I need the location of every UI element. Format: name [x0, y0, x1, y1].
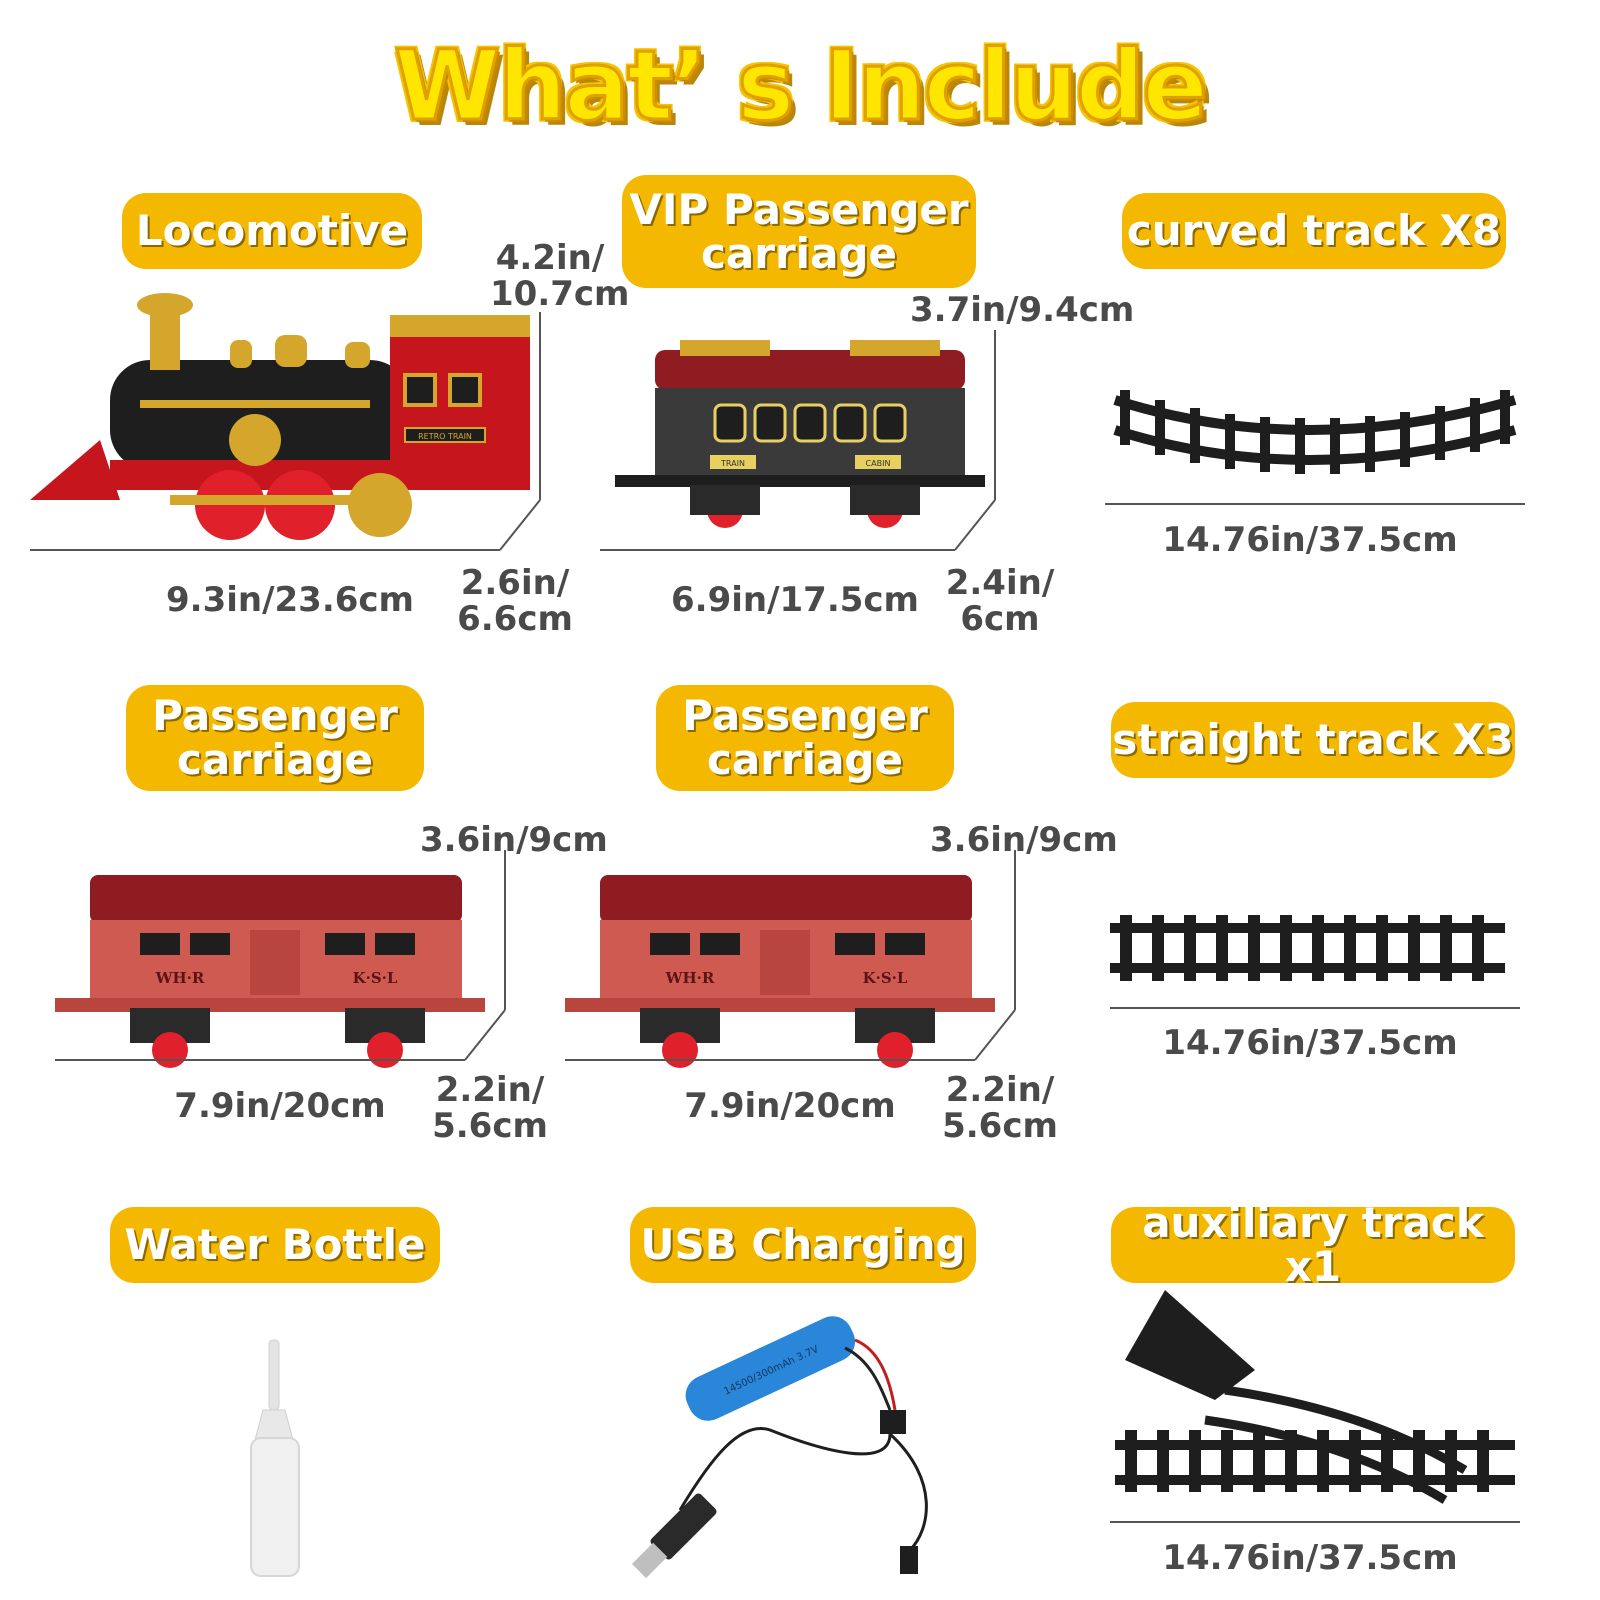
straight-track-image [1110, 915, 1505, 981]
vip-plate-left: TRAIN [720, 459, 745, 468]
auxiliary-track-image [1115, 1290, 1515, 1504]
vip-dimension-lines [600, 330, 996, 551]
label-passenger-carriage-2: Passenger carriage [656, 685, 954, 791]
passenger-carriage-2-image: WH·R K·S·L [565, 875, 995, 1068]
vip-width: 2.4in/ 6cm [945, 563, 1055, 639]
car2-mark-right: K·S·L [863, 969, 908, 987]
curved-track-image [1113, 390, 1517, 474]
locomotive-image: RETRO TRAIN [30, 293, 530, 540]
label-straight-track: straight track X3 [1111, 702, 1515, 778]
passenger-carriage-1-dimension-lines [55, 850, 506, 1061]
label-passenger-carriage-1: Passenger carriage [126, 685, 424, 791]
car1-mark-right: K·S·L [353, 969, 398, 987]
passenger-carriage-2-width: 2.2in/ 5.6cm [942, 1070, 1058, 1146]
passenger-carriage-1-length: 7.9in/20cm [174, 1086, 386, 1126]
curved-track-line [1105, 503, 1525, 505]
car2-mark-left: WH·R [665, 969, 715, 987]
passenger-carriage-1-height: 3.6in/9cm [420, 820, 608, 860]
locomotive-dimension-lines [30, 312, 541, 551]
label-water-bottle: Water Bottle [110, 1207, 440, 1283]
water-bottle-image [250, 1339, 300, 1577]
label-auxiliary-track: auxiliary track x1 [1111, 1201, 1515, 1289]
vip-height: 3.7in/9.4cm [910, 290, 1135, 330]
loco-plate-text: RETRO TRAIN [418, 432, 472, 441]
passenger-carriage-2-length: 7.9in/20cm [684, 1086, 896, 1126]
passenger-carriage-2-dimension-lines [565, 850, 1016, 1061]
usb-battery-cable-image: 14500/300mAh 3.7V [631, 1316, 928, 1579]
curved-track-length: 14.76in/37.5cm [1162, 520, 1458, 560]
locomotive-length: 9.3in/23.6cm [166, 580, 414, 620]
label-curved-track: curved track X8 [1122, 193, 1506, 269]
vip-length: 6.9in/17.5cm [671, 580, 919, 620]
locomotive-width: 2.6in/ 6.6cm [457, 563, 573, 639]
car1-mark-left: WH·R [155, 969, 205, 987]
passenger-carriage-1-width: 2.2in/ 5.6cm [432, 1070, 548, 1146]
straight-track-length: 14.76in/37.5cm [1162, 1023, 1458, 1063]
locomotive-height: 4.2in/ 10.7cm [490, 238, 630, 314]
passenger-carriage-2-height: 3.6in/9cm [930, 820, 1118, 860]
label-locomotive: Locomotive [122, 193, 422, 269]
vip-carriage-image: TRAIN CABIN [615, 340, 985, 528]
label-vip-carriage: VIP Passenger carriage [622, 175, 976, 288]
vip-plate-right: CABIN [866, 459, 891, 468]
auxiliary-track-line [1110, 1521, 1520, 1523]
label-usb-charging: USB Charging [630, 1207, 976, 1283]
auxiliary-track-length: 14.76in/37.5cm [1162, 1538, 1458, 1578]
page-title: What’ s Include [393, 29, 1209, 144]
straight-track-line [1110, 1007, 1520, 1009]
